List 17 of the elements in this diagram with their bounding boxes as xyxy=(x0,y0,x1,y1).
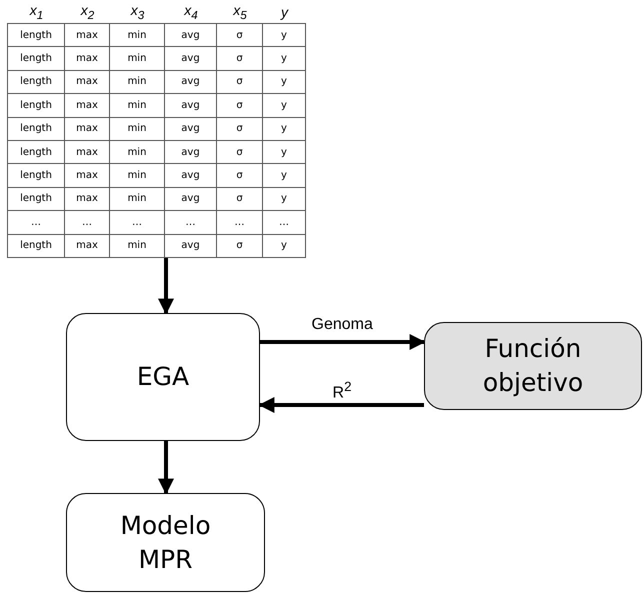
column-header: y xyxy=(279,3,290,22)
column-header: x$_{2}$ xyxy=(79,2,96,22)
column-header: x$_{5}$ xyxy=(232,2,248,22)
column-header: x$_{3}$ xyxy=(129,2,146,22)
column-header: x$_{4}$ xyxy=(182,2,199,22)
arrow xyxy=(258,397,424,413)
table-cell: y xyxy=(262,23,306,48)
table-cell: length xyxy=(7,23,65,48)
arrow xyxy=(158,441,174,495)
table-cell: y xyxy=(262,234,306,258)
process-box: EGA xyxy=(66,313,260,441)
process-box: Función objetivo xyxy=(424,322,642,410)
table-cell: length xyxy=(7,234,65,258)
process-box: Modelo MPR xyxy=(66,493,265,592)
arrow xyxy=(158,258,174,315)
arrow xyxy=(260,334,426,350)
column-header: x$_{1}$ xyxy=(28,2,44,22)
